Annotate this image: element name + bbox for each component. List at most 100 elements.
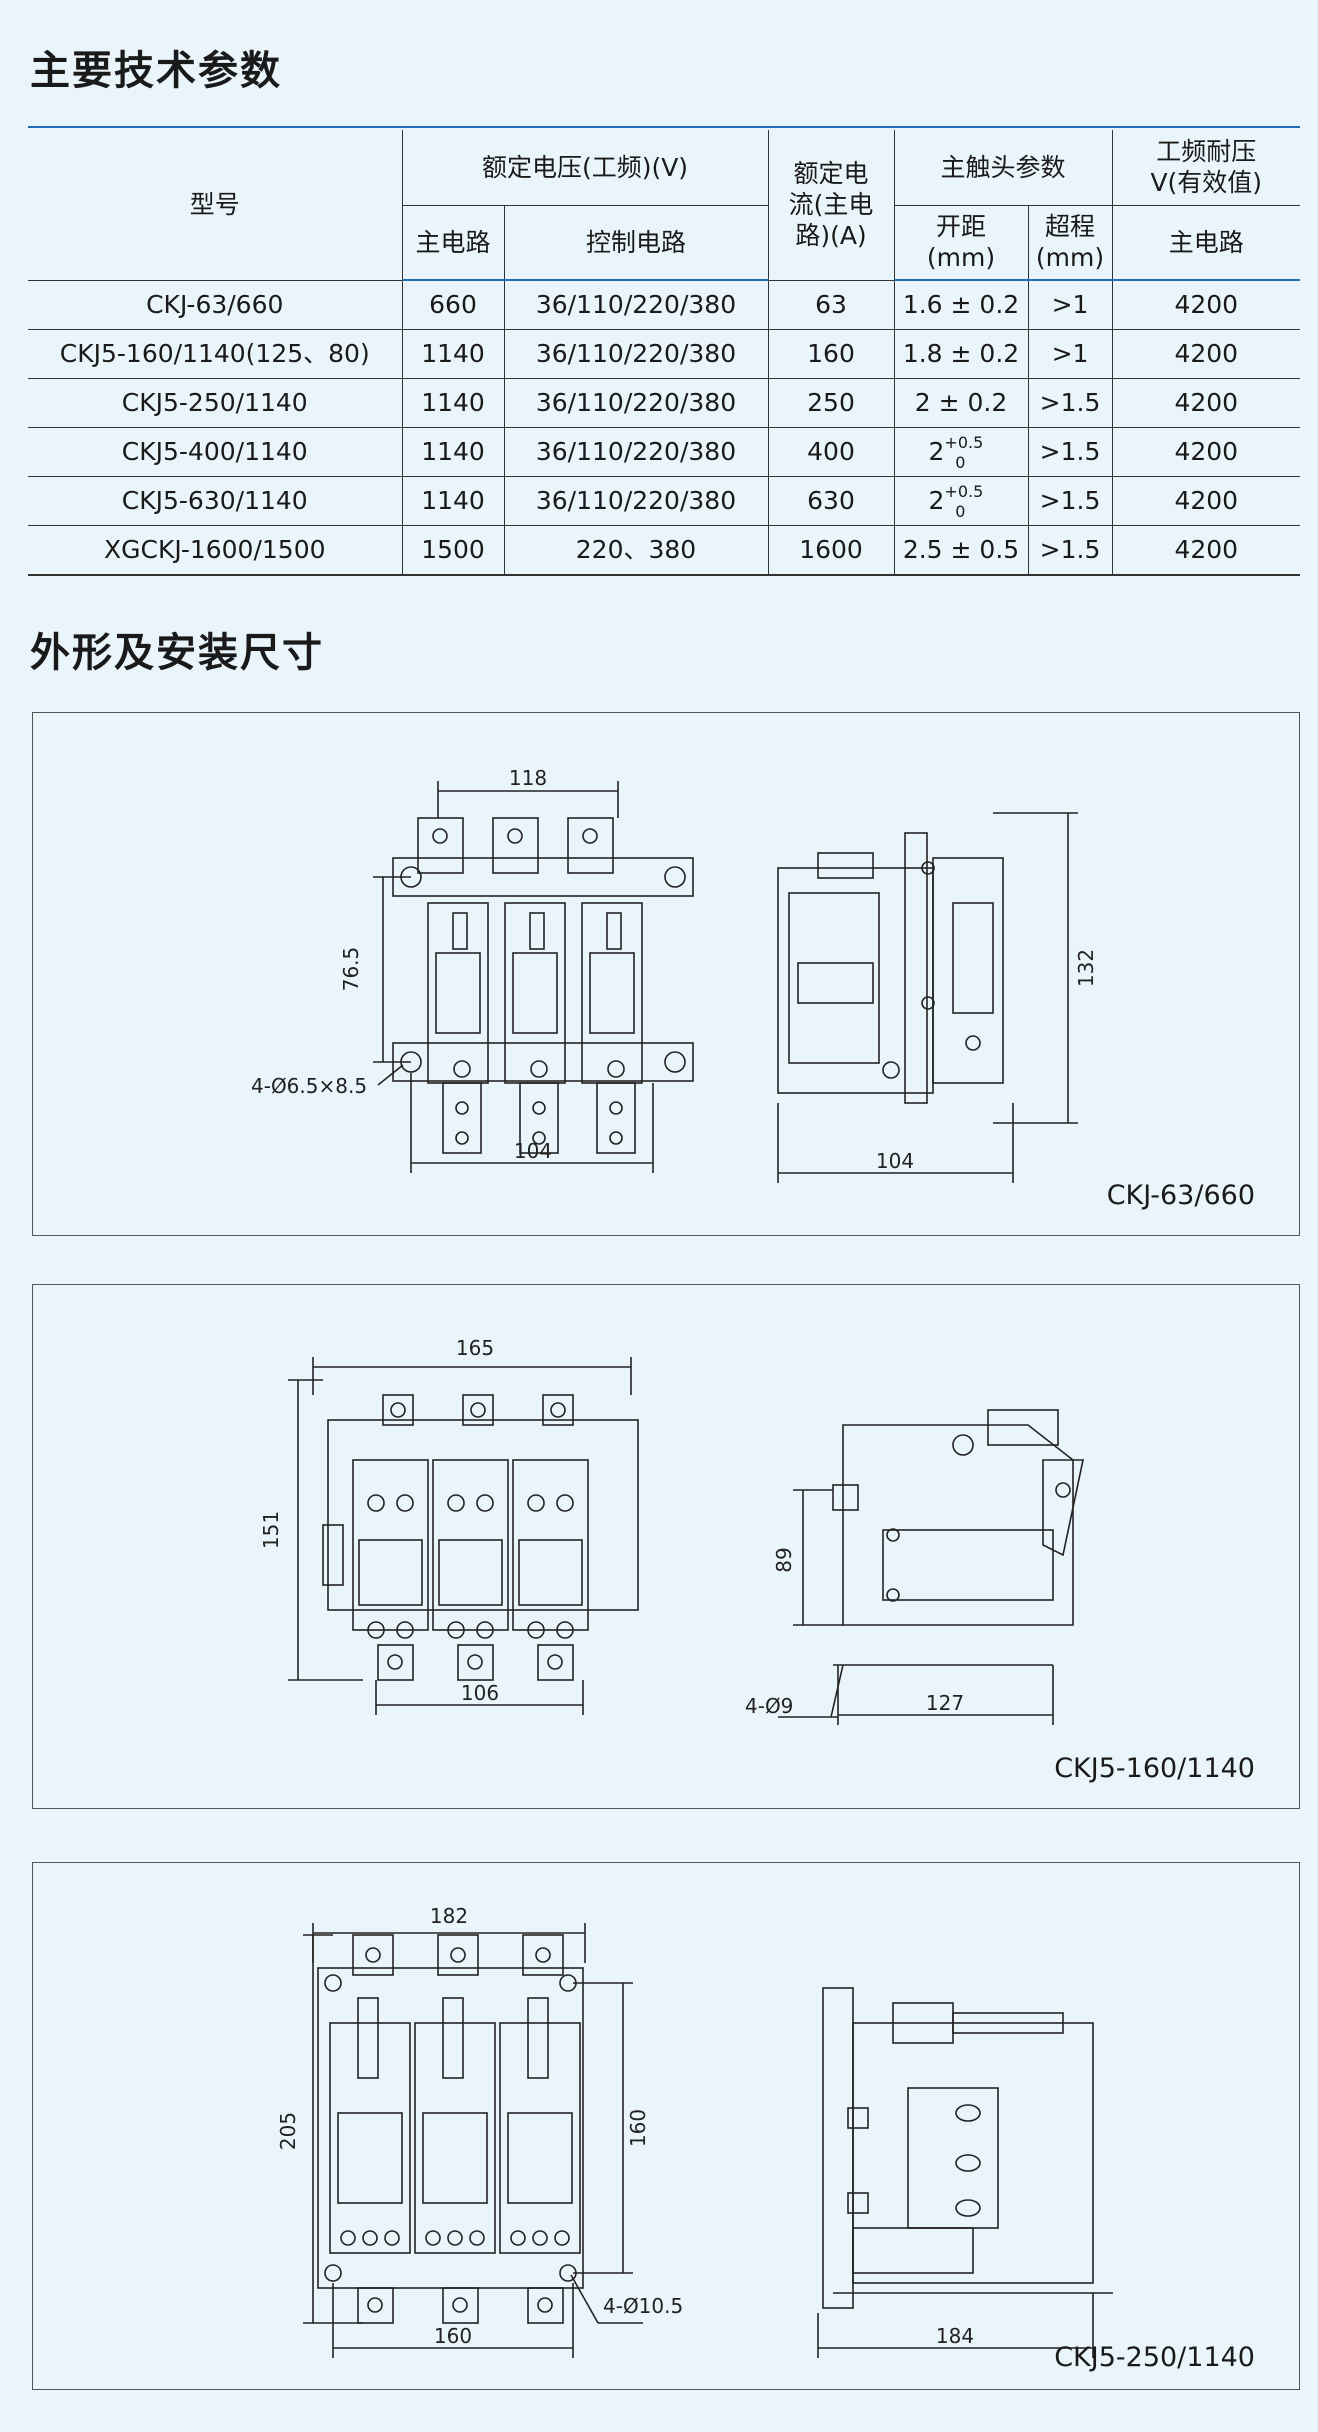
model-label: CKJ5-160/1140	[1054, 1753, 1255, 1784]
dim-hole: 4-Ø6.5×8.5	[251, 1074, 367, 1098]
cell-control: 36/110/220/380	[503, 476, 769, 526]
dim-side-height: 89	[772, 1547, 796, 1572]
cell-control: 36/110/220/380	[503, 427, 769, 477]
side-view	[817, 1987, 1113, 2358]
cell-over: >1.5	[1027, 525, 1113, 576]
cell-main: 1140	[401, 329, 505, 379]
table-row: CKJ5-250/1140 1140 36/110/220/380 250 2 …	[28, 378, 1300, 428]
cell-current: 400	[767, 427, 895, 477]
header-withstand-main: 主电路	[1111, 204, 1300, 281]
model-label: CKJ-63/660	[1106, 1180, 1255, 1211]
header-gap-text: 开距(mm)	[926, 212, 996, 273]
gap-sup: +0.5	[944, 482, 984, 502]
front-view	[303, 1923, 643, 2358]
header-withstand: 工频耐压 V(有效值)	[1111, 130, 1300, 206]
dim-right-front: 160	[626, 2109, 650, 2147]
cell-withstand: 4200	[1111, 427, 1300, 477]
cell-current: 1600	[767, 525, 895, 576]
cell-model: XGCKJ-1600/1500	[28, 525, 403, 576]
header-rated-current-text: 额定电流(主电路)(A)	[788, 158, 874, 251]
dim-right: 132	[1074, 949, 1098, 987]
cell-main: 1140	[401, 427, 505, 477]
cell-model: CKJ5-160/1140(125、80)	[28, 329, 403, 379]
section-title-specs: 主要技术参数	[30, 48, 282, 94]
header-gap: 开距(mm)	[893, 204, 1029, 281]
section-title-dimensions: 外形及安装尺寸	[30, 630, 324, 676]
cell-main: 1140	[401, 378, 505, 428]
dimension-drawing: 118 76.5 104 4-Ø6.5×8.5 132 104	[251, 766, 1098, 1183]
dim-bottom-side: 127	[926, 1691, 964, 1715]
gap-base: 2	[928, 486, 945, 516]
table-row: XGCKJ-1600/1500 1500 220、380 1600 2.5 ± …	[28, 525, 1300, 576]
header-withstand-text: 工频耐压 V(有效值)	[1150, 137, 1263, 198]
cell-gap: 2 ± 0.2	[893, 378, 1029, 428]
cell-current: 250	[767, 378, 895, 428]
cell-current: 630	[767, 476, 895, 526]
front-view	[373, 781, 694, 1173]
cell-over: >1.5	[1027, 378, 1113, 428]
dim-hole: 4-Ø10.5	[603, 2294, 683, 2318]
side-view	[778, 1409, 1084, 1725]
cell-control: 220、380	[503, 525, 769, 576]
table-row: CKJ5-160/1140(125、80) 1140 36/110/220/38…	[28, 329, 1300, 379]
header-main-contact: 主触头参数	[893, 130, 1113, 206]
dim-bottom-front: 160	[434, 2324, 472, 2348]
dim-bottom-front: 104	[514, 1139, 552, 1163]
title-rule	[28, 126, 1300, 128]
cell-withstand: 4200	[1111, 279, 1300, 330]
header-rated-current: 额定电流(主电路)(A)	[767, 130, 895, 281]
gap-sub: 0	[955, 502, 966, 522]
dim-top: 165	[456, 1336, 494, 1360]
dimension-drawing: 182 205 160 160 4-Ø10.5 184	[276, 1904, 1113, 2358]
dim-left: 76.5	[339, 947, 363, 992]
table-row: CKJ5-400/1140 1140 36/110/220/380 400 2+…	[28, 427, 1300, 477]
side-view	[777, 812, 1078, 1183]
dim-top: 118	[509, 766, 547, 790]
cell-model: CKJ-63/660	[28, 279, 403, 330]
drawing-panel-ckj5-250: 182 205 160 160 4-Ø10.5 184 CKJ5-250/114…	[32, 1862, 1300, 2390]
table-row: CKJ5-630/1140 1140 36/110/220/380 630 2+…	[28, 476, 1300, 526]
cell-control: 36/110/220/380	[503, 279, 769, 330]
cell-gap: 2+0.50	[893, 476, 1029, 526]
cell-gap: 1.6 ± 0.2	[893, 279, 1029, 330]
drawing-panel-ckj5-160: 165 151 106 89 4-Ø9 127 CKJ5-160/1140	[32, 1284, 1300, 1809]
dim-bottom-side: 104	[876, 1149, 914, 1173]
front-view	[288, 1357, 639, 1715]
cell-withstand: 4200	[1111, 378, 1300, 428]
cell-gap: 2+0.50	[893, 427, 1029, 477]
cell-current: 160	[767, 329, 895, 379]
cell-model: CKJ5-400/1140	[28, 427, 403, 477]
cell-control: 36/110/220/380	[503, 329, 769, 379]
header-overtravel-text: 超程(mm)	[1035, 212, 1105, 273]
gap-sub: 0	[955, 453, 966, 473]
spec-table: 型号 额定电压(工频)(V) 额定电流(主电路)(A) 主触头参数 工频耐压 V…	[28, 130, 1300, 576]
cell-over: >1	[1027, 329, 1113, 379]
dim-left: 151	[259, 1511, 283, 1549]
cell-model: CKJ5-250/1140	[28, 378, 403, 428]
cell-current: 63	[767, 279, 895, 330]
model-label: CKJ5-250/1140	[1054, 2342, 1255, 2373]
cell-main: 660	[401, 279, 505, 330]
cell-model: CKJ5-630/1140	[28, 476, 403, 526]
cell-withstand: 4200	[1111, 476, 1300, 526]
cell-withstand: 4200	[1111, 525, 1300, 576]
cell-over: >1	[1027, 279, 1113, 330]
dim-bottom-front: 106	[461, 1681, 499, 1705]
gap-base: 2	[928, 437, 945, 467]
cell-over: >1.5	[1027, 476, 1113, 526]
drawing-panel-ckj-63: 118 76.5 104 4-Ø6.5×8.5 132 104 CKJ-63/6…	[32, 712, 1300, 1236]
header-main-circuit: 主电路	[402, 204, 505, 281]
header-control-circuit: 控制电路	[503, 204, 769, 281]
cell-main: 1140	[401, 476, 505, 526]
header-overtravel: 超程(mm)	[1027, 204, 1113, 281]
dimension-drawing: 165 151 106 89 4-Ø9 127	[259, 1336, 1084, 1725]
cell-over: >1.5	[1027, 427, 1113, 477]
cell-control: 36/110/220/380	[503, 378, 769, 428]
cell-main: 1500	[401, 525, 505, 576]
cell-withstand: 4200	[1111, 329, 1300, 379]
header-model: 型号	[28, 130, 403, 281]
table-row: CKJ-63/660 660 36/110/220/380 63 1.6 ± 0…	[28, 279, 1300, 330]
cell-gap: 1.8 ± 0.2	[893, 329, 1029, 379]
dim-bottom-side: 184	[936, 2324, 974, 2348]
dim-top: 182	[430, 1904, 468, 1928]
